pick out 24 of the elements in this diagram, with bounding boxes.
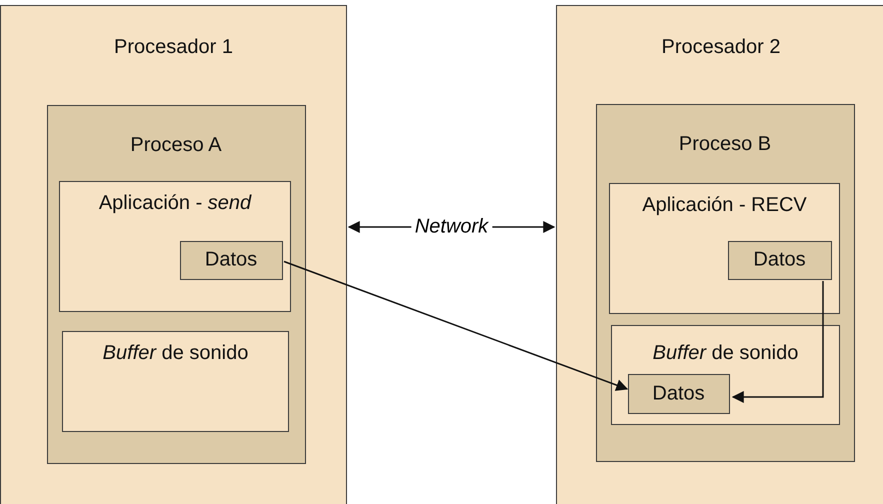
arrow [284,260,628,391]
node-label: Aplicación - RECV [641,194,808,217]
buffer-box [62,331,289,432]
node-label: Datos [651,382,706,405]
node-label: Buffer de sonido [102,342,250,365]
node-label: Datos [752,248,807,272]
data-box [180,240,282,280]
process-box [46,104,306,464]
node-label: Proceso B [678,132,772,156]
node-label: Proceso A [129,134,223,156]
node-label: Aplicación - send [98,192,253,215]
node-label: Datos [204,248,258,272]
data-box [728,240,832,280]
node-label: Procesador 1 [113,36,234,59]
process-box [596,104,854,462]
data-box [628,374,730,414]
node-label: Procesador 2 [660,36,782,59]
buffer-box [611,325,840,425]
arrow [732,281,824,403]
application-box [59,181,291,312]
application-box [609,183,840,314]
processor-box [556,5,883,504]
node-label: Buffer de sonido [652,342,800,365]
processor-box [0,5,347,504]
